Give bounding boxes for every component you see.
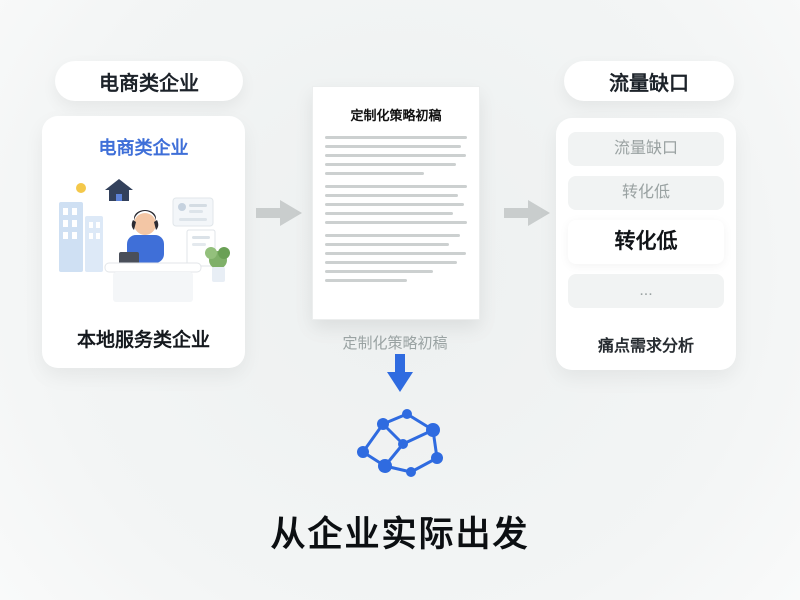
pain-point-item-ellipsis: ...	[568, 274, 724, 308]
traffic-gap-pill: 流量缺口	[564, 61, 734, 101]
strategy-document: 定制化策略初稿	[312, 86, 485, 325]
pain-points-card: 流量缺口 转化低 转化低 ... 痛点需求分析	[556, 118, 736, 370]
strategy-document-caption: 定制化策略初稿	[342, 335, 448, 352]
arrow-down-icon	[385, 354, 415, 397]
office-worker-illustration	[59, 179, 230, 302]
enterprise-card-caption: 本地服务类企业	[76, 330, 210, 351]
document-text-lines	[313, 136, 479, 282]
enterprise-card: 电商类企业	[42, 116, 245, 368]
arrow-right-icon-2	[504, 198, 550, 233]
traffic-gap-pill-label: 流量缺口	[609, 72, 689, 95]
pain-points-caption: 痛点需求分析	[597, 338, 694, 355]
arrow-right-icon-1	[256, 198, 302, 233]
pain-point-item: 转化低	[568, 176, 724, 210]
ecommerce-pill-label: 电商类企业	[99, 72, 199, 95]
enterprise-card-title: 电商类企业	[98, 138, 189, 158]
ecommerce-pill: 电商类企业	[55, 61, 243, 101]
pain-point-item: 流量缺口	[568, 132, 724, 166]
pain-point-item-highlighted: 转化低	[568, 220, 724, 264]
network-graph-icon	[357, 409, 443, 477]
strategy-document-title: 定制化策略初稿	[350, 108, 442, 123]
bottom-headline: 从企业实际出发	[270, 515, 530, 554]
